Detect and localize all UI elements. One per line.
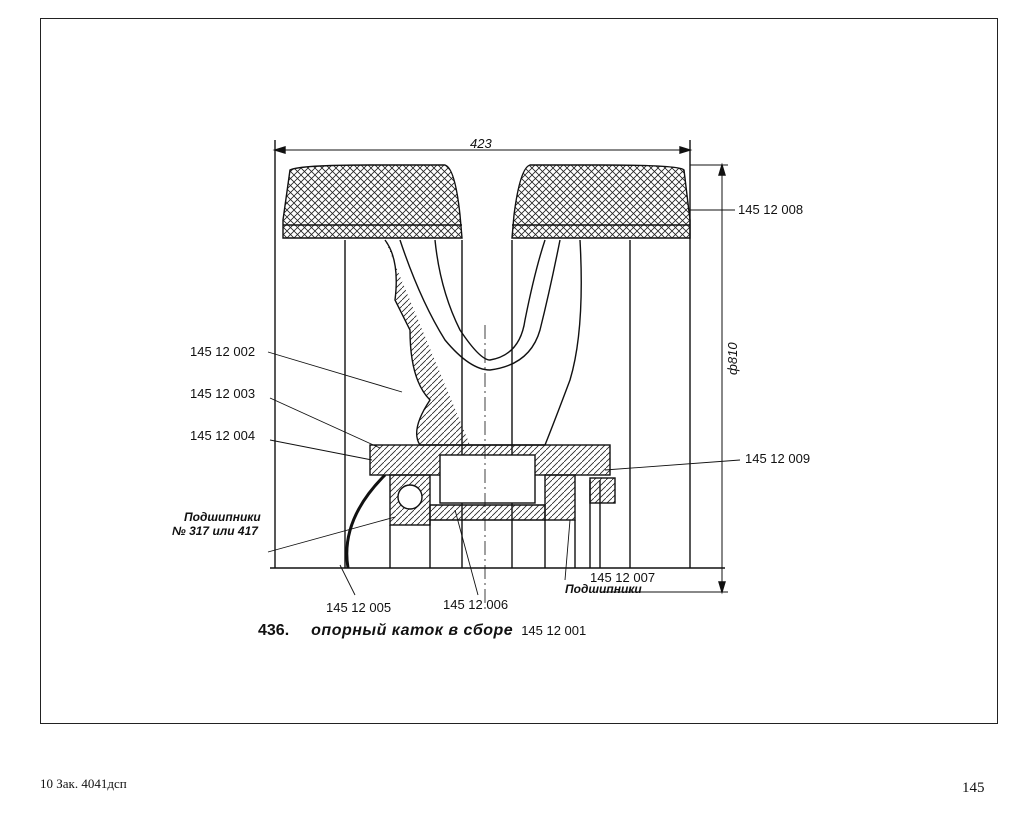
bearing-label-left: Подшипники — [184, 510, 261, 524]
figure-code: 145 12 001 — [521, 623, 587, 638]
callout-003: 145 12 003 — [190, 386, 256, 401]
callout-005: 145 12 005 — [326, 600, 392, 615]
width-dimension: 423 — [470, 136, 492, 151]
callout-009: 145 12 009 — [745, 451, 811, 466]
page-number: 145 — [962, 780, 985, 796]
callout-004: 145 12 004 — [190, 428, 256, 443]
bearing-label-right: Подшипники — [565, 582, 642, 596]
figure-caption: 436. опорный каток в сборе 145 12 001 — [258, 622, 586, 640]
page-frame — [40, 18, 998, 724]
bearing-label-left-number: № 317 или 417 — [172, 524, 258, 538]
diameter-dimension: ф810 — [725, 342, 740, 375]
callout-002: 145 12 002 — [190, 344, 256, 359]
callout-007: 145 12 007 — [590, 570, 656, 585]
callout-006: 145 12 006 — [443, 597, 509, 612]
callout-008: 145 12 008 — [738, 202, 804, 217]
figure-title: опорный каток в сборе — [311, 622, 514, 639]
footer-order: 10 Зак. 4041дсп — [40, 776, 127, 791]
figure-number: 436. — [258, 622, 290, 639]
